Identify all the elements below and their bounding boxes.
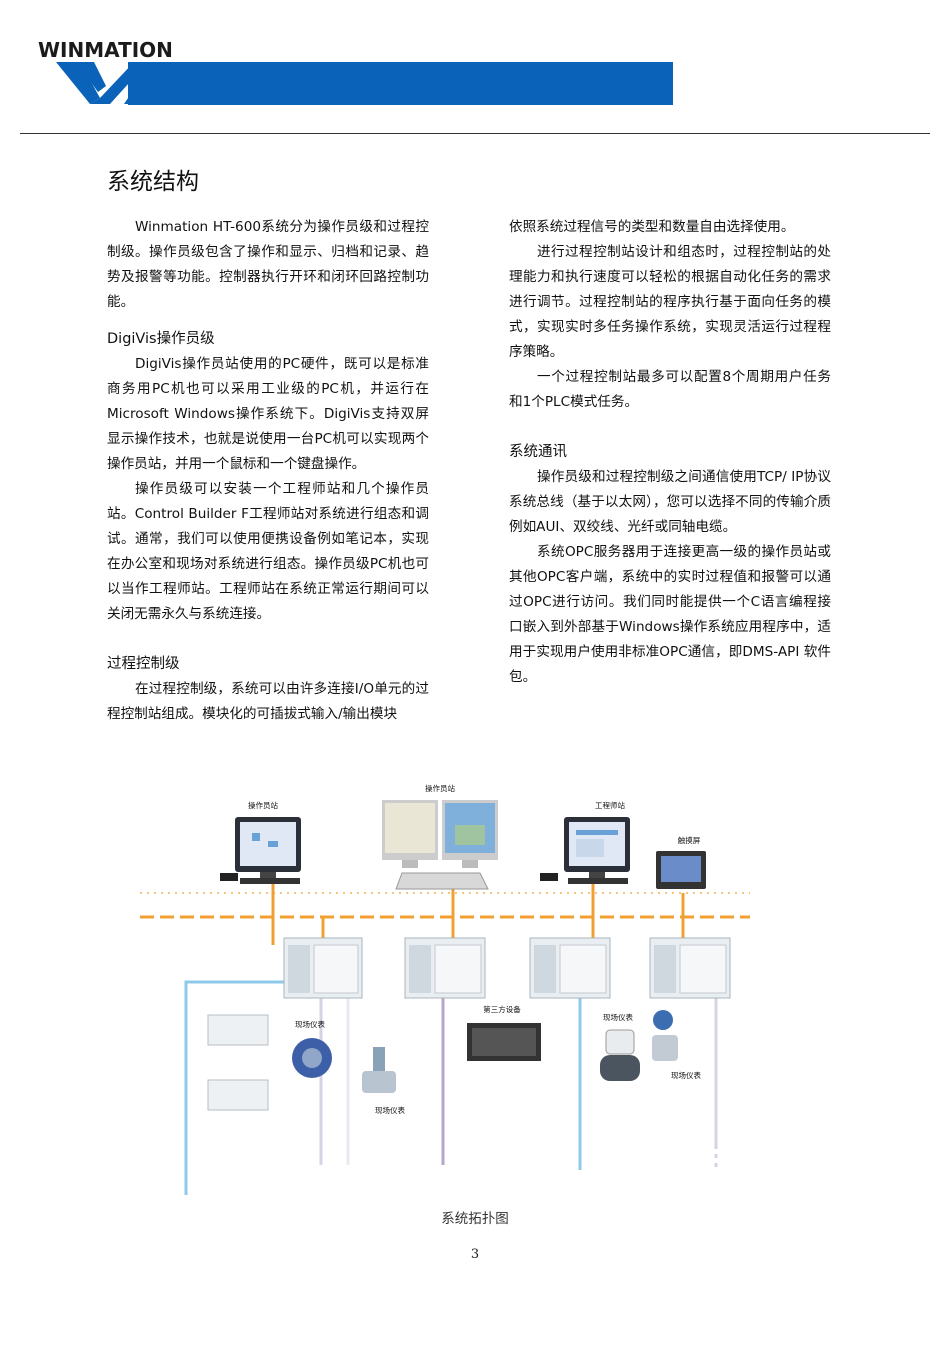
left-column: Winmation HT-600系统分为操作员级和过程控制级。操作员级包含了操作… bbox=[107, 215, 429, 727]
section-heading-process-control: 过程控制级 bbox=[107, 656, 180, 672]
third-party-device: 第三方设备 bbox=[467, 1004, 541, 1061]
controller-1 bbox=[283, 937, 363, 999]
touch-panel: 触摸屏 bbox=[656, 835, 706, 889]
left-paragraph-1: Winmation HT-600系统分为操作员级和过程控制级。操作员级包含了操作… bbox=[107, 219, 429, 310]
controller-4 bbox=[649, 937, 731, 999]
right-paragraph-3: 一个过程控制站最多可以配置8个周期用户任务和1个PLC模式任务。 bbox=[509, 369, 831, 410]
section-heading-communication: 系统通讯 bbox=[509, 444, 567, 460]
label-field-instrument-1: 现场仪表 bbox=[295, 1019, 325, 1029]
right-paragraph-4: 操作员级和过程控制级之间通信使用TCP/ IP协议系统总线（基于以太网），您可以… bbox=[509, 469, 831, 535]
operator-workstation-1: 操作员站 bbox=[220, 800, 301, 884]
io-connections bbox=[184, 980, 718, 1195]
label-field-instrument-4: 现场仪表 bbox=[671, 1070, 701, 1080]
page-title: 系统结构 bbox=[107, 169, 199, 195]
io-module-2 bbox=[207, 1079, 269, 1111]
logo-text: WINMATION bbox=[38, 38, 173, 62]
label-engineer-station: 工程师站 bbox=[595, 800, 625, 810]
label-field-instrument-2: 现场仪表 bbox=[375, 1105, 405, 1115]
page-number: 3 bbox=[470, 1247, 480, 1262]
label-operator-station-1: 操作员站 bbox=[248, 800, 278, 810]
io-module-1 bbox=[207, 1014, 269, 1046]
left-paragraph-4: 在过程控制级，系统可以由许多连接I/O单元的过程控制站组成。模块化的可插拔式输入… bbox=[107, 681, 429, 722]
figure-caption: 系统拓扑图 bbox=[441, 1211, 509, 1227]
header-banner bbox=[128, 62, 673, 105]
right-paragraph-1: 依照系统过程信号的类型和数量自由选择使用。 bbox=[509, 219, 795, 235]
right-paragraph-2: 进行过程控制站设计和组态时，过程控制站的处理能力和执行速度可以轻松的根据自动化任… bbox=[509, 244, 831, 360]
controller-2 bbox=[404, 937, 486, 999]
label-third-party: 第三方设备 bbox=[483, 1004, 521, 1014]
engineer-workstation: 工程师站 bbox=[540, 800, 630, 884]
section-heading-digivis: DigiVis操作员级 bbox=[107, 331, 215, 347]
ethernet-bus bbox=[140, 883, 750, 945]
left-paragraph-3: 操作员级可以安装一个工程师站和几个操作员站。Control Builder F工… bbox=[107, 481, 429, 622]
field-instrument-transmitter: 现场仪表 bbox=[652, 1010, 701, 1080]
left-paragraph-2: DigiVis操作员站使用的PC硬件，既可以是标准商务用PC机也可以采用工业级的… bbox=[107, 356, 429, 472]
operator-workstation-dual: 操作员站 bbox=[382, 783, 498, 890]
label-operator-station-2: 操作员站 bbox=[425, 783, 455, 793]
controller-3 bbox=[529, 937, 611, 999]
right-column: 依照系统过程信号的类型和数量自由选择使用。 进行过程控制站设计和组态时，过程控制… bbox=[509, 215, 831, 690]
label-field-instrument-3: 现场仪表 bbox=[603, 1012, 633, 1022]
field-instrument-vortex: 现场仪表 bbox=[362, 1047, 405, 1115]
field-instrument-magmeter: 现场仪表 bbox=[600, 1012, 640, 1081]
header-divider bbox=[20, 133, 930, 134]
field-instrument-flowmeter: 现场仪表 bbox=[292, 1019, 332, 1078]
right-paragraph-5: 系统OPC服务器用于连接更高一级的操作员站或其他OPC客户端，系统中的实时过程值… bbox=[509, 544, 831, 685]
system-topology-diagram: 操作员站 操作员站 工程师站 触摸屏 bbox=[140, 783, 750, 1195]
label-touch-screen: 触摸屏 bbox=[678, 835, 701, 845]
